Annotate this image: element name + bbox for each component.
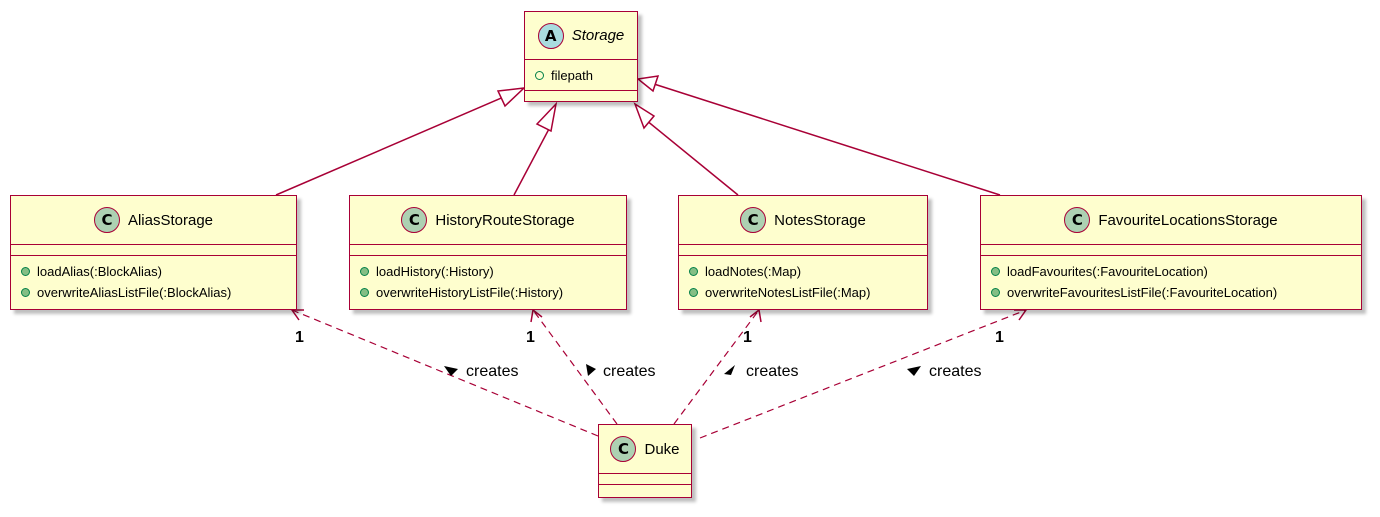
inherit-arrowhead-alias [496, 86, 527, 108]
inherit-line-favourites [653, 83, 1001, 196]
storage-class-name: Storage [571, 27, 625, 44]
method-text: loadNotes(:Map) [705, 264, 802, 279]
class-badge-icon: C [610, 436, 637, 462]
multiplicity-favourites: 1 [995, 329, 1004, 346]
method-row: loadFavourites(:FavouriteLocation) [981, 261, 1361, 282]
notes-storage-methods: loadNotes(:Map) overwriteNotesListFile(:… [679, 256, 927, 303]
method-row: overwriteHistoryListFile(:History) [350, 282, 626, 303]
notes-storage-class[interactable]: C NotesStorage loadNotes(:Map) overwrite… [678, 195, 928, 310]
class-badge-icon: C [1064, 207, 1091, 233]
dependency-line-alias [291, 309, 599, 437]
favourite-locations-storage-class[interactable]: C FavouriteLocationsStorage loadFavourit… [980, 195, 1362, 310]
notes-storage-class-name: NotesStorage [774, 211, 866, 229]
storage-header: A Storage [525, 12, 637, 60]
multiplicity-alias: 1 [295, 329, 304, 346]
direction-arrow-history [586, 364, 596, 376]
direction-arrow-notes [724, 365, 735, 375]
relation-label-history: creates [603, 363, 655, 380]
public-method-icon [991, 267, 1000, 276]
inherit-line-notes [645, 119, 739, 196]
dependency-arrowhead-notes [749, 308, 762, 323]
history-route-storage-class[interactable]: C HistoryRouteStorage loadHistory(:Histo… [349, 195, 627, 310]
method-row: overwriteFavouritesListFile(:FavouriteLo… [981, 282, 1361, 303]
history-route-storage-class-name: HistoryRouteStorage [435, 211, 575, 229]
method-text: loadAlias(:BlockAlias) [37, 264, 162, 279]
storage-class[interactable]: A Storage filepath [524, 11, 638, 102]
method-row: loadHistory(:History) [350, 261, 626, 282]
class-badge-icon: C [401, 207, 428, 233]
public-method-icon [360, 288, 369, 297]
dependency-line-favourites [699, 309, 1027, 439]
alias-storage-class-name: AliasStorage [127, 211, 214, 229]
method-text: overwriteAliasListFile(:BlockAlias) [37, 285, 232, 300]
direction-arrow-alias [444, 366, 458, 376]
storage-methods [525, 91, 637, 101]
public-method-icon [689, 267, 698, 276]
favourite-locations-storage-class-name: FavouriteLocationsStorage [1098, 211, 1278, 229]
dependency-arrowhead-history [530, 308, 543, 323]
history-route-storage-methods: loadHistory(:History) overwriteHistoryLi… [350, 256, 626, 303]
inherit-arrowhead-history [535, 101, 558, 133]
public-method-icon [360, 267, 369, 276]
notes-storage-header: C NotesStorage [679, 196, 927, 245]
class-badge-icon: C [93, 207, 120, 233]
inherit-line-history [513, 126, 551, 196]
multiplicity-history: 1 [526, 329, 535, 346]
relation-label-alias: creates [466, 363, 518, 380]
favourite-locations-storage-header: C FavouriteLocationsStorage [981, 196, 1361, 245]
method-text: overwriteFavouritesListFile(:FavouriteLo… [1007, 285, 1278, 300]
method-text: overwriteNotesListFile(:Map) [705, 285, 871, 300]
notes-storage-attributes [679, 245, 927, 256]
method-row: loadNotes(:Map) [679, 261, 927, 282]
relation-label-favourites: creates [929, 363, 981, 380]
public-method-icon [991, 288, 1000, 297]
duke-class[interactable]: C Duke [598, 424, 692, 498]
alias-storage-header: C AliasStorage [11, 196, 296, 245]
abstract-class-badge-icon: A [537, 22, 564, 49]
duke-attributes [599, 474, 691, 485]
method-text: loadFavourites(:FavouriteLocation) [1007, 264, 1208, 279]
direction-arrow-favourites [907, 366, 921, 376]
favourite-locations-storage-methods: loadFavourites(:FavouriteLocation) overw… [981, 256, 1361, 303]
dependency-arrowhead-alias [290, 309, 304, 321]
alias-storage-class[interactable]: C AliasStorage loadAlias(:BlockAlias) ov… [10, 195, 297, 310]
class-badge-icon: C [740, 207, 767, 233]
inherit-arrowhead-favourites [636, 75, 660, 93]
attribute-text: filepath [551, 67, 593, 83]
duke-class-name: Duke [644, 440, 680, 458]
method-text: overwriteHistoryListFile(:History) [376, 285, 564, 300]
public-method-icon [21, 288, 30, 297]
duke-header: C Duke [599, 425, 691, 474]
relation-label-notes: creates [746, 363, 798, 380]
method-row: loadAlias(:BlockAlias) [11, 261, 296, 282]
public-method-icon [21, 267, 30, 276]
storage-attributes: filepath [525, 60, 637, 91]
method-row: overwriteNotesListFile(:Map) [679, 282, 927, 303]
alias-storage-methods: loadAlias(:BlockAlias) overwriteAliasLis… [11, 256, 296, 303]
method-row: overwriteAliasListFile(:BlockAlias) [11, 282, 296, 303]
inherit-arrowhead-notes [633, 102, 656, 130]
inherit-line-alias [275, 92, 514, 196]
method-text: loadHistory(:History) [376, 264, 494, 279]
history-route-storage-header: C HistoryRouteStorage [350, 196, 626, 245]
duke-methods [599, 485, 691, 497]
favourite-locations-storage-attributes [981, 245, 1361, 256]
multiplicity-notes: 1 [743, 329, 752, 346]
history-route-storage-attributes [350, 245, 626, 256]
attribute-row: filepath [525, 65, 593, 86]
alias-storage-attributes [11, 245, 296, 256]
public-method-icon [689, 288, 698, 297]
dependency-arrowhead-favourites [1014, 309, 1028, 321]
public-field-icon [535, 70, 544, 80]
